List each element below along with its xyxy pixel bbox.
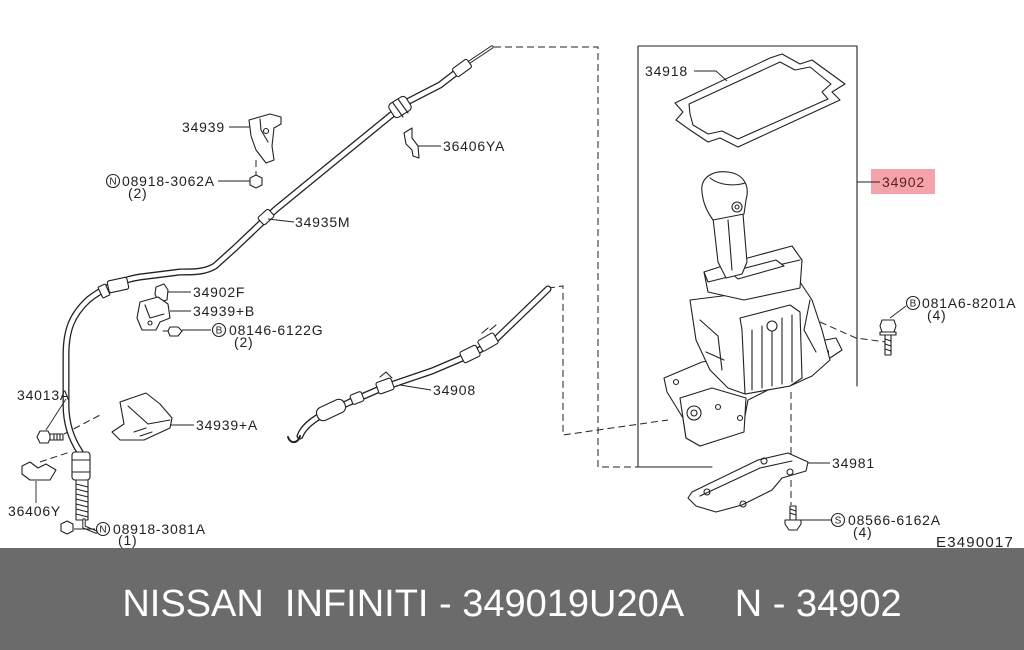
leader-line (45, 398, 67, 431)
fastener-part-number: 08146-6122G (229, 322, 323, 338)
callout-bolt-left: 34013A (17, 387, 70, 403)
bracket-upper (248, 113, 282, 164)
fastener-callout-bolt-lower-right: S 08566-6162A (4) (830, 512, 941, 540)
assembly-side-plate (739, 304, 803, 395)
fastener-callout-nut-upper: N 08918-3062A (2) (105, 173, 215, 201)
fastener-symbol-circle (905, 295, 921, 311)
nut-upper (249, 174, 263, 189)
bolt-left (36, 430, 64, 444)
cable-clamp-ring (257, 208, 275, 226)
cable-connector (459, 344, 481, 364)
parts-diagram: 34902 34918 34939 36406YA 34935M 34902F … (8, 45, 1016, 548)
part-number-banner: NISSAN INFINITI - 349019U20A N - 34902 (0, 548, 1024, 650)
fastener-symbol: N (109, 177, 116, 188)
cable-grommet (388, 95, 412, 119)
clip-upper (403, 127, 420, 159)
housing-hole (686, 405, 702, 421)
fastener-symbol-circle (830, 512, 846, 528)
bracket-b (136, 296, 171, 331)
leader-line (399, 384, 432, 391)
secondary-cable (287, 285, 552, 444)
callout-clip-upper: 36406YA (443, 138, 505, 154)
fastener-part-number: 08918-3081A (113, 521, 206, 537)
cable-end-ferrule (452, 58, 472, 78)
highlight-box (871, 169, 935, 194)
fastener-callout-bolt-mid: B 08146-6122G (2) (211, 322, 323, 350)
detent-pin (766, 320, 778, 332)
fastener-symbol-circle (105, 173, 121, 189)
fastener-symbol: B (910, 299, 917, 310)
callout-main-cable: 34935M (295, 214, 350, 230)
fastener-quantity: (2) (234, 334, 254, 350)
dashed-route-clip-lower (39, 451, 71, 463)
cable-fitting-collar (97, 283, 111, 299)
fastener-symbol: S (835, 516, 842, 527)
clip-lower (21, 461, 57, 481)
fastener-quantity: (4) (853, 524, 873, 540)
shift-lever-assembly (663, 171, 843, 447)
callout-bracket-a: 34939+A (196, 417, 258, 433)
fastener-quantity: (4) (927, 307, 947, 323)
callout-bracket-b: 34939+B (193, 303, 255, 319)
fastener-part-number: 08918-3062A (122, 173, 215, 189)
lower-cover (687, 452, 809, 513)
fastener-symbol: N (99, 525, 106, 536)
fastener-callout-bolt-upper-right: B 081A6-8201A (4) (905, 295, 1016, 323)
main-shift-cable (62, 45, 494, 534)
fastener-quantity: (2) (128, 185, 148, 201)
leader-line (267, 218, 295, 223)
bolt-upper-right (879, 319, 897, 356)
nut-lower (60, 520, 74, 535)
cable-collar (349, 391, 365, 405)
dashed-route-main-cable (494, 46, 638, 468)
assembly-frame (637, 45, 858, 468)
cable-connector-upper (477, 332, 499, 352)
fastener-symbol-circle (211, 322, 227, 338)
dashed-route-bolt-upper (819, 321, 887, 343)
dashed-route-secondary-cable (547, 285, 669, 436)
callout-lower-cover: 34981 (832, 455, 875, 471)
cable-end-hook (287, 435, 301, 444)
banner-text: NISSAN INFINITI - 349019U20A N - 34902 (122, 582, 902, 625)
callout-clip-lower: 36406Y (8, 503, 61, 519)
fastener-symbol: B (216, 326, 223, 337)
shift-knob (701, 171, 748, 221)
cable-fitting (106, 276, 130, 294)
fastener-callout-nut-lower: N 08918-3081A (1) (95, 521, 206, 548)
fastener-part-number: 081A6-8201A (922, 295, 1016, 311)
gasket (674, 53, 846, 148)
knob-button (731, 201, 743, 213)
leader-line (694, 70, 728, 82)
callout-assembly: 34902 (882, 174, 925, 190)
fastener-part-number: 08566-6162A (848, 512, 941, 528)
cable-clip (375, 377, 395, 395)
fastener-symbol-circle (95, 521, 111, 537)
cable-end-fitting (315, 398, 347, 422)
shift-gate-slot (729, 259, 785, 280)
fastener-quantity: (1) (118, 532, 138, 548)
callout-clip-mid: 34902F (193, 284, 245, 300)
assembly-lower-housing (679, 387, 747, 447)
drawing-code: E3490017 (936, 534, 1014, 548)
callout-secondary-cable: 34908 (433, 382, 476, 398)
cable-end-cylinder (71, 451, 91, 481)
callout-bracket-upper: 34939 (182, 119, 225, 135)
callout-gasket: 34918 (645, 63, 688, 79)
leader-line (889, 305, 907, 319)
dashed-route-bolt-left (63, 413, 103, 435)
bolt-mid (162, 326, 183, 337)
bracket-a (111, 392, 173, 441)
